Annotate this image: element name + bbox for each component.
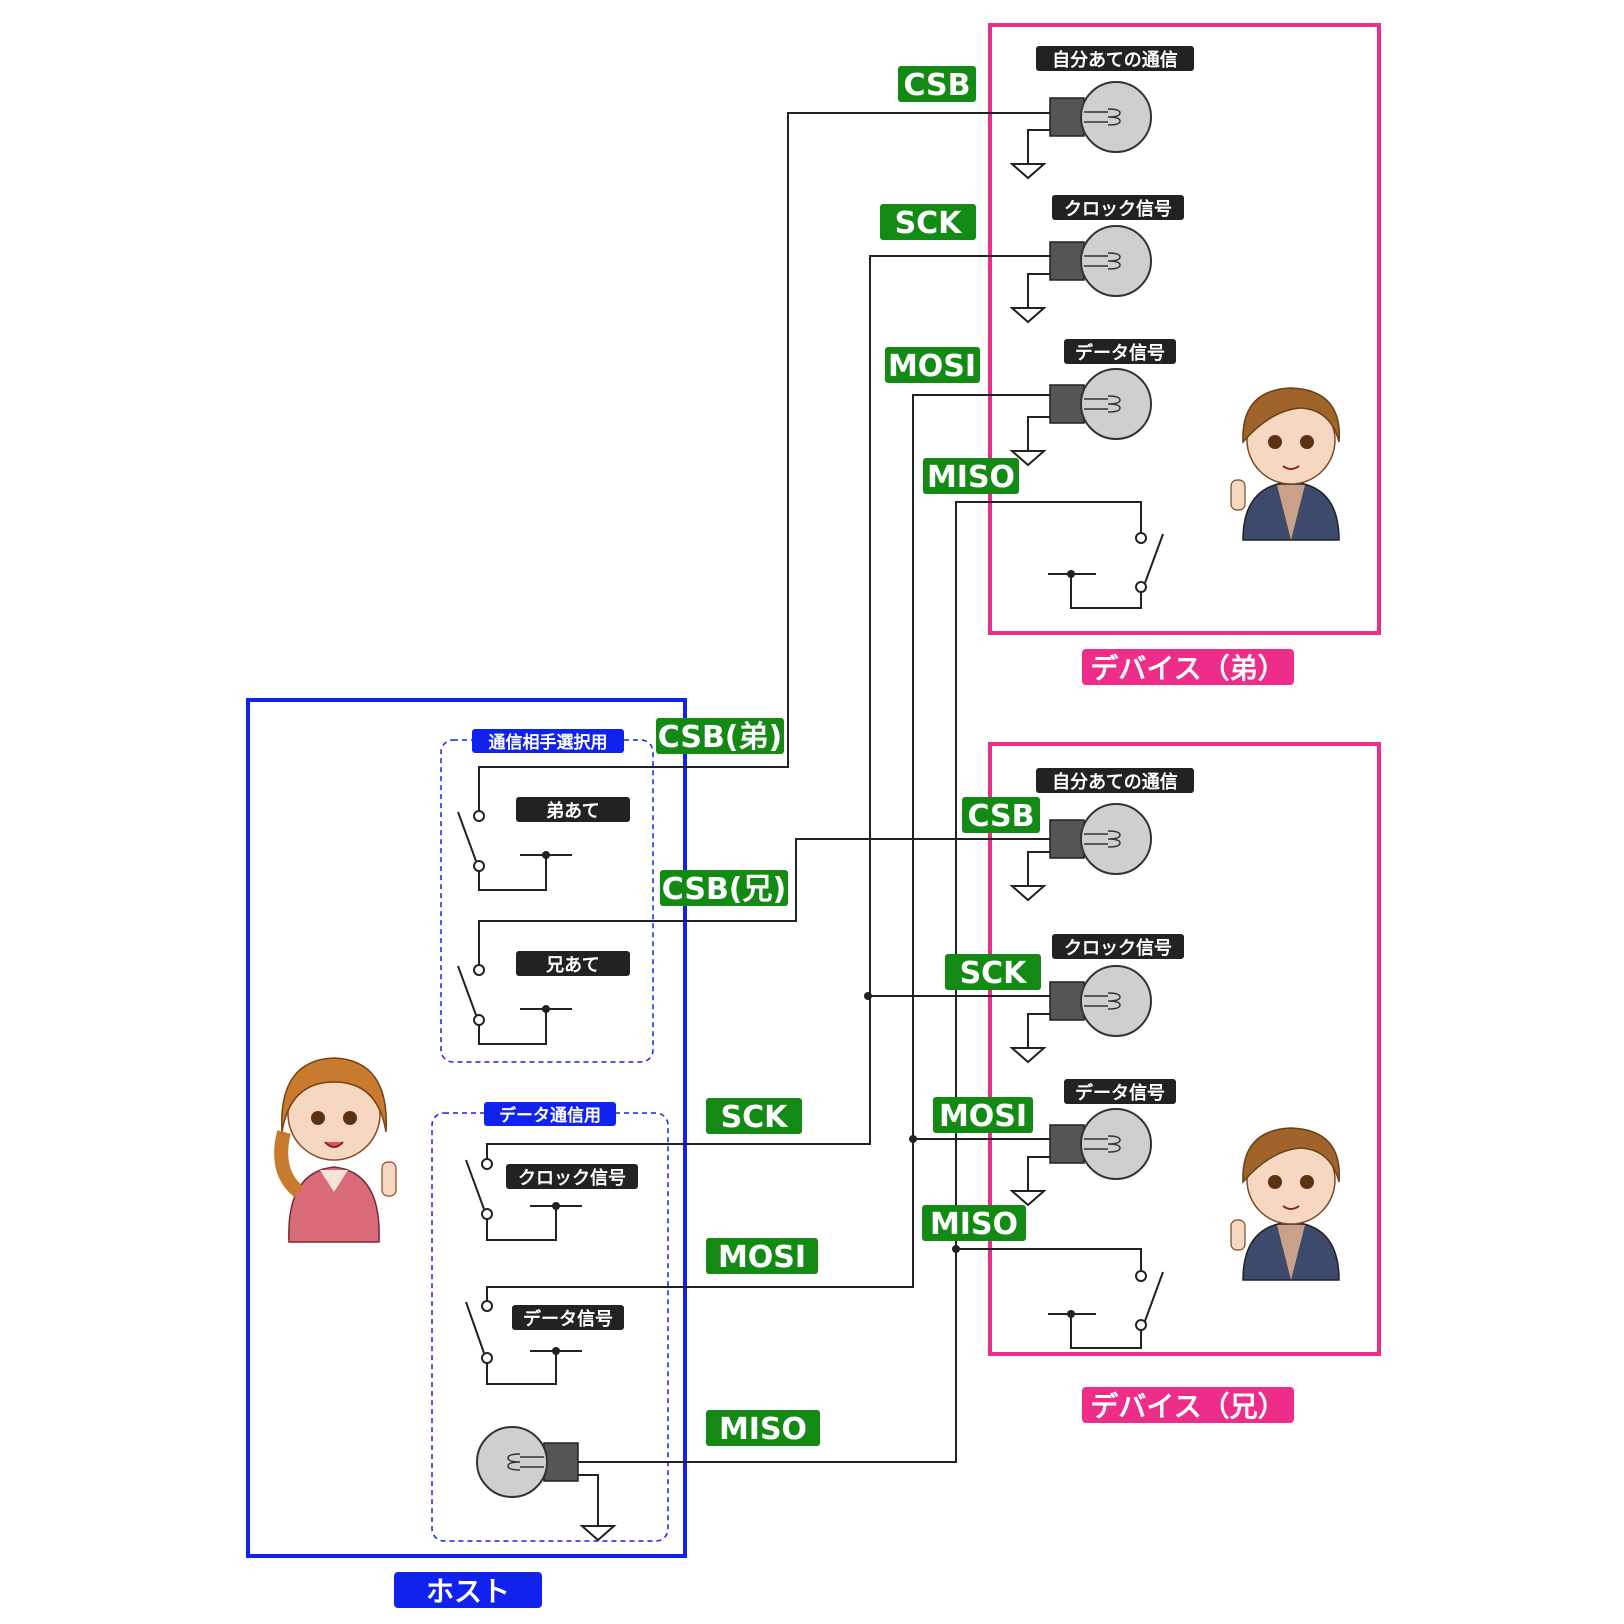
label-switch-ani: 兄あて <box>516 951 630 976</box>
svg-text:CSB(弟): CSB(弟) <box>658 720 782 755</box>
ground-icon <box>1011 293 1045 323</box>
svg-text:デバイス（弟）: デバイス（弟） <box>1090 652 1285 685</box>
label-data-group: データ通信用 <box>484 1102 616 1126</box>
device-otouto-title: デバイス（弟） <box>1082 649 1294 685</box>
lamp-data-otouto <box>1049 368 1152 440</box>
junction-sck <box>864 992 872 1000</box>
label-lamp-data-otouto: データ信号 <box>1064 339 1176 364</box>
lamp-clock-otouto <box>1049 225 1152 297</box>
ground-icon <box>1011 1033 1045 1063</box>
lamp-clock-ani <box>1049 965 1152 1037</box>
signal-label-sck-otouto-device: SCK <box>880 204 976 241</box>
wire-miso <box>578 501 1142 1463</box>
svg-text:SCK: SCK <box>960 956 1029 991</box>
switch-clock <box>465 1158 582 1241</box>
svg-text:MOSI: MOSI <box>939 1099 1027 1134</box>
signal-label-sck-ani-device: SCK <box>945 954 1041 991</box>
wire-csb-otouto <box>478 112 1050 812</box>
svg-text:クロック信号: クロック信号 <box>518 1167 626 1189</box>
device-ani-frame <box>988 742 1381 1356</box>
junction-miso <box>952 1245 960 1253</box>
ground-icon <box>581 1511 615 1541</box>
signal-label-miso-otouto-device: MISO <box>923 458 1019 495</box>
svg-text:データ信号: データ信号 <box>1075 342 1165 364</box>
label-select-group: 通信相手選択用 <box>472 729 624 753</box>
signal-label-csb-otouto-device: CSB <box>898 66 976 103</box>
ground-icon <box>1011 149 1045 179</box>
switch-miso-ani <box>1048 1270 1164 1349</box>
svg-text:MISO: MISO <box>930 1207 1018 1242</box>
wire-csb-ani <box>478 838 1050 966</box>
signal-label-mosi-otouto-device: MOSI <box>885 347 980 384</box>
svg-text:デバイス（兄）: デバイス（兄） <box>1090 1390 1285 1423</box>
device-ani-title: デバイス（兄） <box>1082 1387 1294 1423</box>
label-lamp-self-ani: 自分あての通信 <box>1036 768 1194 793</box>
svg-text:データ通信用: データ通信用 <box>499 1105 601 1126</box>
wire-sck <box>486 255 1050 1160</box>
label-switch-clock: クロック信号 <box>506 1164 638 1189</box>
svg-text:クロック信号: クロック信号 <box>1064 198 1172 220</box>
svg-text:自分あての通信: 自分あての通信 <box>1052 49 1178 71</box>
signal-label-miso-ani-device: MISO <box>922 1205 1026 1242</box>
boy-ani-avatar <box>1230 1127 1341 1281</box>
svg-text:弟あて: 弟あて <box>546 800 600 822</box>
ground-icon <box>1011 1176 1045 1206</box>
switch-miso-otouto <box>1048 532 1164 609</box>
svg-text:SCK: SCK <box>721 1100 790 1135</box>
svg-text:自分あての通信: 自分あての通信 <box>1052 771 1178 793</box>
signal-label-csb-otouto-host: CSB(弟) <box>656 718 784 755</box>
signal-label-sck-host: SCK <box>706 1098 802 1135</box>
signal-label-csb-ani-host: CSB(兄) <box>660 870 788 907</box>
svg-text:ホスト: ホスト <box>426 1575 510 1608</box>
signal-label-mosi-host: MOSI <box>706 1238 818 1275</box>
signal-label-mosi-ani-device: MOSI <box>933 1097 1033 1134</box>
wire-mosi <box>486 394 1050 1302</box>
lamp-self-otouto <box>1049 81 1152 153</box>
ground-icon <box>1011 871 1045 901</box>
svg-text:兄あて: 兄あて <box>545 955 600 976</box>
label-switch-data: データ信号 <box>512 1305 624 1330</box>
lamp-data-ani <box>1049 1108 1152 1180</box>
svg-text:MISO: MISO <box>927 460 1015 495</box>
svg-text:MOSI: MOSI <box>718 1240 806 1275</box>
switch-otouto <box>457 810 572 891</box>
boy-otouto-avatar <box>1230 387 1341 541</box>
svg-text:MISO: MISO <box>719 1412 807 1447</box>
label-lamp-self-otouto: 自分あての通信 <box>1036 46 1194 71</box>
signal-label-miso-host: MISO <box>706 1410 820 1447</box>
svg-text:データ信号: データ信号 <box>1075 1082 1165 1104</box>
switch-ani <box>457 964 572 1045</box>
svg-text:クロック信号: クロック信号 <box>1064 937 1172 959</box>
device-otouto-frame <box>988 23 1381 635</box>
host-frame <box>246 698 687 1558</box>
svg-text:CSB: CSB <box>967 799 1034 834</box>
svg-text:通信相手選択用: 通信相手選択用 <box>489 732 608 753</box>
signal-label-csb-ani-device: CSB <box>962 797 1040 834</box>
svg-text:データ信号: データ信号 <box>523 1308 613 1330</box>
svg-text:SCK: SCK <box>895 206 964 241</box>
switch-data <box>465 1300 582 1385</box>
lamp-miso-host <box>476 1426 579 1498</box>
label-switch-otouto: 弟あて <box>516 797 630 822</box>
data-group-frame <box>431 1112 669 1542</box>
lamp-self-ani <box>1049 803 1152 875</box>
junction-mosi <box>909 1135 917 1143</box>
host-title: ホスト <box>394 1572 542 1608</box>
svg-text:CSB: CSB <box>903 68 970 103</box>
label-lamp-clock-otouto: クロック信号 <box>1052 195 1184 220</box>
label-lamp-data-ani: データ信号 <box>1064 1079 1176 1104</box>
girl-host-avatar <box>281 1058 396 1242</box>
label-lamp-clock-ani: クロック信号 <box>1052 934 1184 959</box>
svg-text:CSB(兄): CSB(兄) <box>662 872 786 907</box>
svg-text:MOSI: MOSI <box>888 349 976 384</box>
